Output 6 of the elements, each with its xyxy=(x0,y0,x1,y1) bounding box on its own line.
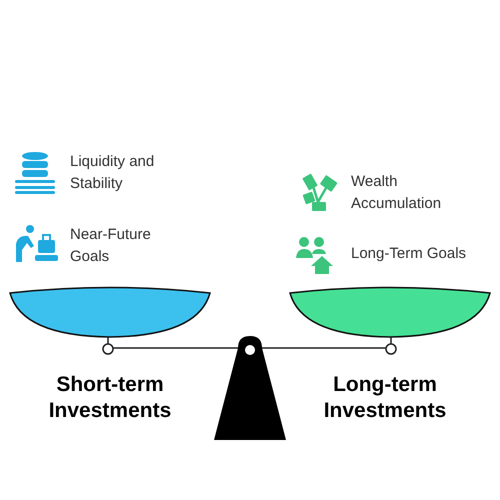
item-label: Wealth Accumulation xyxy=(351,172,442,214)
item-label: Near-Future Goals xyxy=(70,225,152,267)
item-label: Long-Term Goals xyxy=(351,244,468,264)
item-label: Liquidity and Stability xyxy=(70,152,156,194)
side-heading: Long-term Investments xyxy=(322,372,448,424)
side-heading: Short-term Investments xyxy=(48,372,172,424)
